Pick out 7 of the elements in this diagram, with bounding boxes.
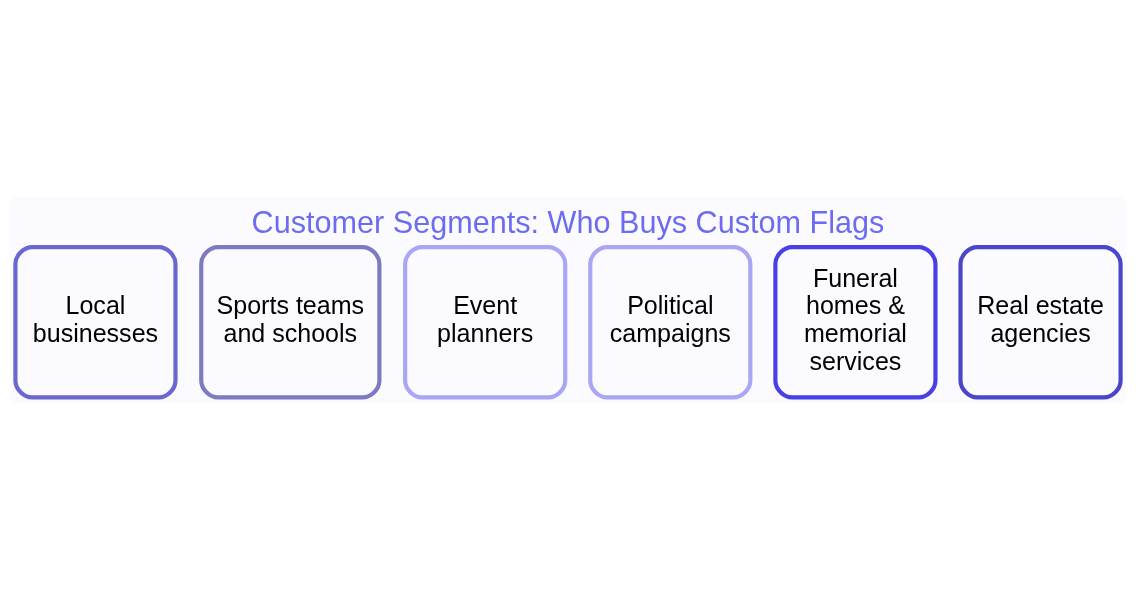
node-box: Political campaigns: [588, 245, 753, 400]
diagram-title: Customer Segments: Who Buys Custom Flags: [251, 204, 885, 239]
node-box: Real estate agencies: [958, 245, 1123, 400]
node-box: Sports teams and schools: [199, 245, 382, 400]
node-box: Event planners: [403, 245, 568, 400]
node-box: Local businesses: [13, 245, 178, 400]
node-box: Funeral homes & memorial services: [773, 245, 938, 400]
